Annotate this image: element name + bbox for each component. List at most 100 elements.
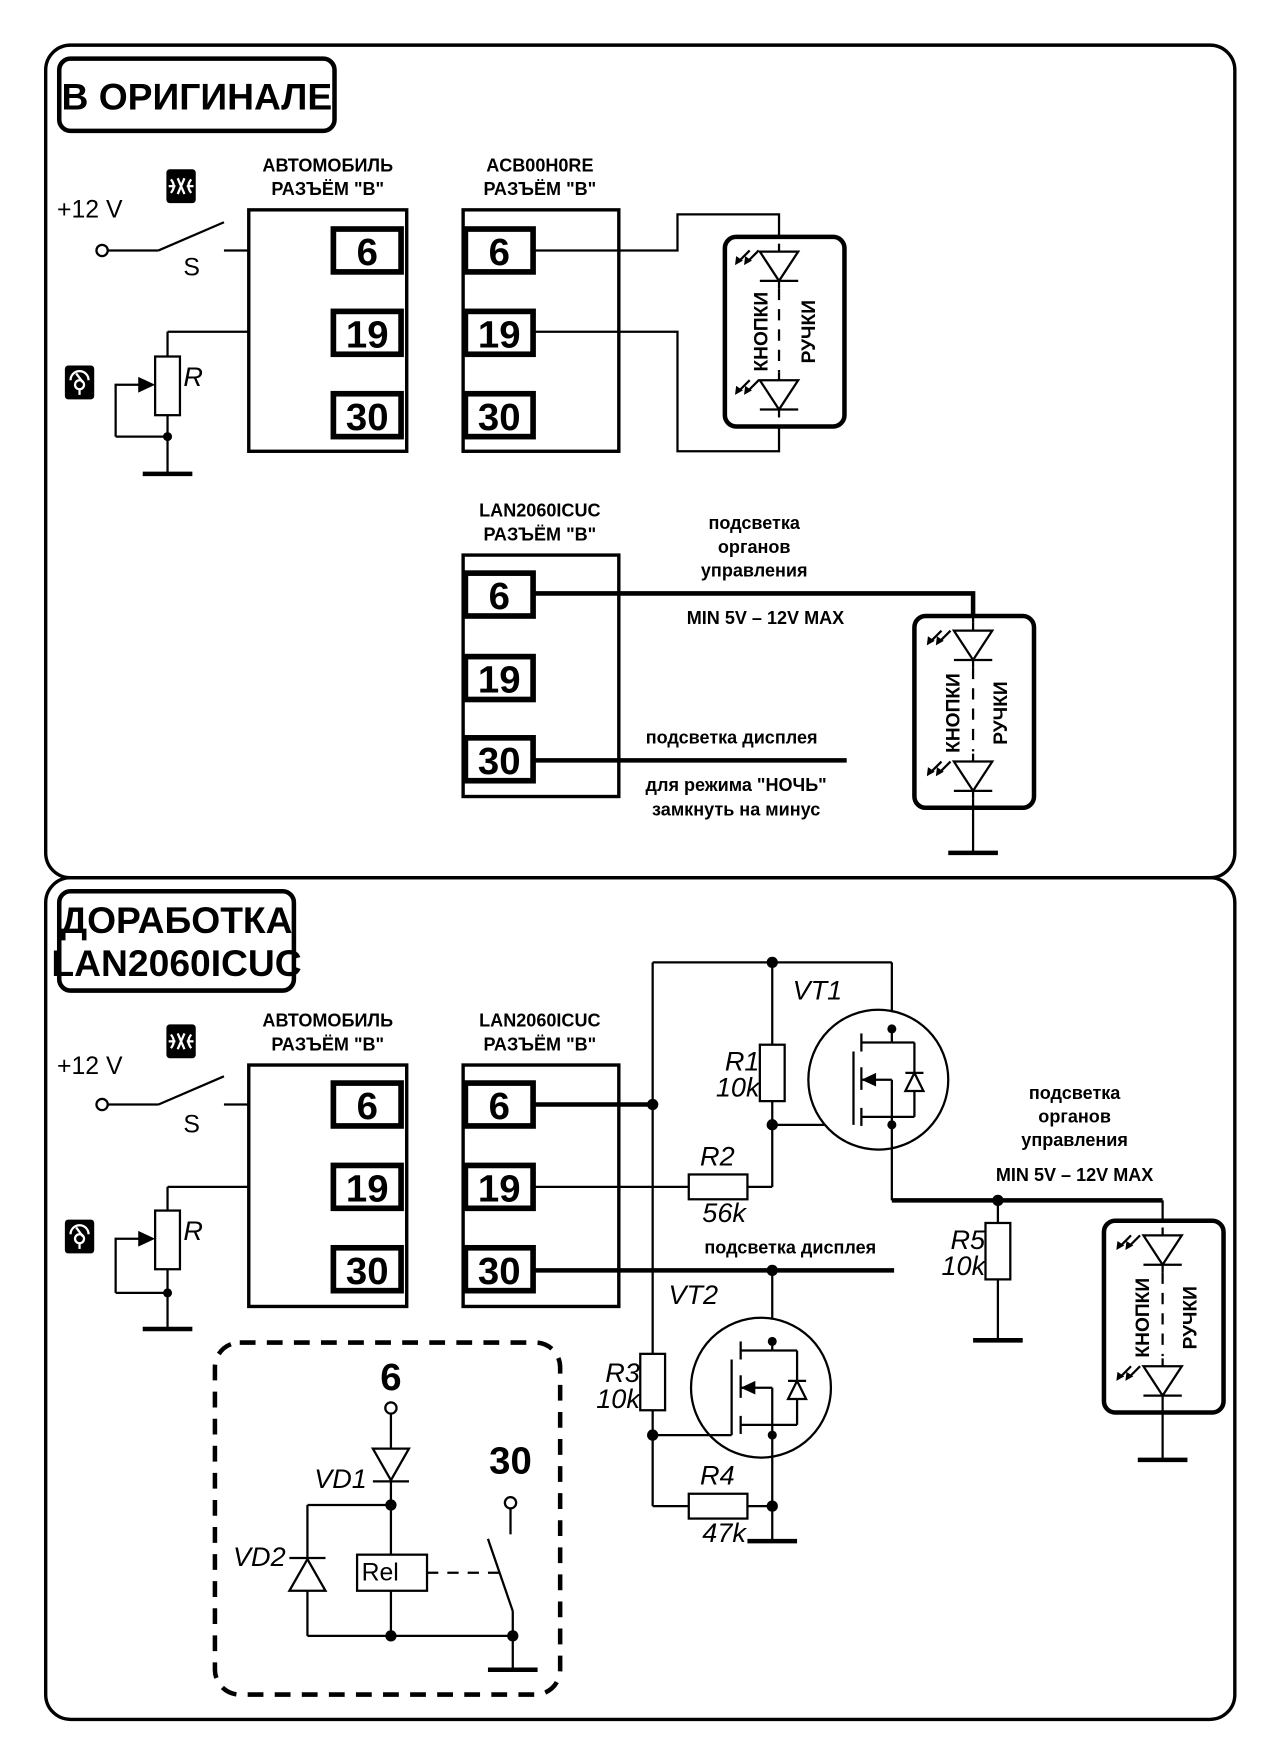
supply-label: +12 V xyxy=(57,1053,123,1080)
lan-modified-subtitle: РАЗЪЁМ "В" xyxy=(483,1034,596,1054)
r2-value: 56k xyxy=(702,1197,747,1228)
controls-lighting-1: подсветка xyxy=(708,513,800,533)
vt2-label: VT2 xyxy=(668,1279,718,1310)
night-mode-2: замкнуть на минус xyxy=(652,800,820,820)
modified-title-box xyxy=(56,889,297,993)
relay-contact xyxy=(486,1538,514,1612)
car-pin-19-label: 19 xyxy=(346,1168,389,1211)
relay-pin-30-label: 30 xyxy=(489,1439,532,1482)
vt1-label: VT1 xyxy=(793,975,843,1006)
car-connector-subtitle: РАЗЪЁМ "В" xyxy=(271,179,384,199)
lan-original-subtitle: РАЗЪЁМ "В" xyxy=(483,524,596,544)
diode-vd2 xyxy=(287,1556,328,1592)
transistor-vt1 xyxy=(807,1008,950,1201)
acb-buttons-label: КНОПКИ xyxy=(752,292,773,372)
controls-lighting-3: управления xyxy=(701,561,808,581)
acb-connector-title: ACB00H0RE xyxy=(486,155,593,175)
car-pin-19 xyxy=(330,1162,404,1212)
lan-original-pin-6 xyxy=(462,570,536,619)
modified-title-1: ДОРАБОТКА xyxy=(61,899,293,941)
car-connector-title: АВТОМОБИЛЬ xyxy=(262,155,393,175)
car-pin-19-label: 19 xyxy=(346,313,389,356)
display-lighting: подсветка дисплея xyxy=(646,727,818,747)
lan-original-pin-6-label: 6 xyxy=(489,575,510,618)
lan-buttons-label: КНОПКИ xyxy=(944,673,965,753)
car-pin-6 xyxy=(330,226,404,275)
supply-terminal xyxy=(95,1097,109,1112)
switch-s xyxy=(158,1075,225,1106)
r5-value: 10k xyxy=(941,1250,986,1281)
lan-original-pin-30-label: 30 xyxy=(478,740,521,783)
relay-coil xyxy=(355,1553,429,1592)
r4-value: 47k xyxy=(702,1517,747,1548)
lan-original-pin-19 xyxy=(462,653,536,703)
acb-knobs-label: РУЧКИ xyxy=(799,300,820,363)
original-title: В ОРИГИНАЛЕ xyxy=(61,75,332,117)
acb-pin-30 xyxy=(462,390,536,440)
switch-label: S xyxy=(183,254,200,281)
mod-controls-lighting-1: подсветка xyxy=(1029,1083,1121,1103)
acb-connector-subtitle: РАЗЪЁМ "В" xyxy=(483,179,596,199)
lan-original-pin-30 xyxy=(462,735,536,784)
car-connector-title: АВТОМОБИЛЬ xyxy=(262,1011,393,1031)
r4-label: R4 xyxy=(700,1460,735,1491)
lan-modified-pin-19-label: 19 xyxy=(478,1168,521,1211)
resistor-r1 xyxy=(758,1043,786,1103)
lan-original-pin-19-label: 19 xyxy=(478,659,521,702)
vd1-label: VD1 xyxy=(314,1463,367,1494)
resistor-r5 xyxy=(984,1221,1012,1281)
transistor-vt2 xyxy=(689,1316,833,1507)
resistor-r3 xyxy=(639,1352,667,1412)
relay-pin-6-terminal xyxy=(384,1401,398,1415)
mod-knobs-label: РУЧКИ xyxy=(1180,1286,1201,1349)
dimmer-icon xyxy=(63,364,96,401)
relay-inset xyxy=(212,1340,563,1697)
mod-voltage-range: MIN 5V – 12V MAX xyxy=(996,1165,1153,1185)
acb-led-module xyxy=(722,234,847,429)
resistor-r2 xyxy=(687,1173,749,1201)
r1-value: 10k xyxy=(716,1072,761,1103)
diode-vd1 xyxy=(370,1447,411,1483)
supply-terminal xyxy=(95,243,109,258)
lan-modified-pin-6-label: 6 xyxy=(489,1085,510,1128)
vd2-label: VD2 xyxy=(233,1541,286,1572)
lamp-icon xyxy=(165,1023,197,1060)
car-pin-30-label: 30 xyxy=(346,1250,389,1293)
lan-modified-pin-19 xyxy=(462,1162,536,1212)
resistor-r4 xyxy=(687,1492,749,1520)
mod-controls-lighting-3: управления xyxy=(1021,1130,1128,1150)
resistor-r xyxy=(154,355,182,417)
acb-pin-6 xyxy=(462,226,536,275)
resistor-r-label: R xyxy=(183,1215,203,1246)
acb-pin-6-label: 6 xyxy=(489,231,510,274)
car-pin-6-label: 6 xyxy=(357,231,378,274)
supply-label: +12 V xyxy=(57,197,123,224)
voltage-range: MIN 5V – 12V MAX xyxy=(687,608,844,628)
car-pin-6 xyxy=(330,1080,404,1129)
original-panel xyxy=(44,43,1237,880)
night-mode-1: для режима "НОЧЬ" xyxy=(646,775,827,795)
r2-label: R2 xyxy=(700,1140,735,1171)
modified-title-2: LAN2060ICUC xyxy=(51,942,301,984)
mod-buttons-label: КНОПКИ xyxy=(1133,1278,1154,1358)
acb-pin-19 xyxy=(462,308,536,358)
original-title-box xyxy=(56,56,337,134)
r1-label: R1 xyxy=(725,1046,760,1077)
car-pin-30-label: 30 xyxy=(346,396,389,439)
lan-modified-pin-30-label: 30 xyxy=(478,1250,521,1293)
car-pin-30 xyxy=(330,390,404,440)
controls-lighting-2: органов xyxy=(718,537,791,557)
car-pin-30 xyxy=(330,1244,404,1294)
lan-modified-pin-30 xyxy=(462,1244,536,1294)
lan-original-title: LAN2060ICUC xyxy=(479,501,600,521)
relay-coil-label: Rel xyxy=(362,1560,399,1587)
acb-pin-30-label: 30 xyxy=(478,396,521,439)
car-pin-19 xyxy=(330,308,404,358)
car-connector-subtitle: РАЗЪЁМ "В" xyxy=(271,1034,384,1054)
mod-controls-lighting-2: органов xyxy=(1038,1107,1111,1127)
resistor-r xyxy=(154,1209,182,1271)
switch-label: S xyxy=(183,1112,200,1139)
lamp-icon xyxy=(165,168,197,205)
switch-s xyxy=(158,221,225,252)
